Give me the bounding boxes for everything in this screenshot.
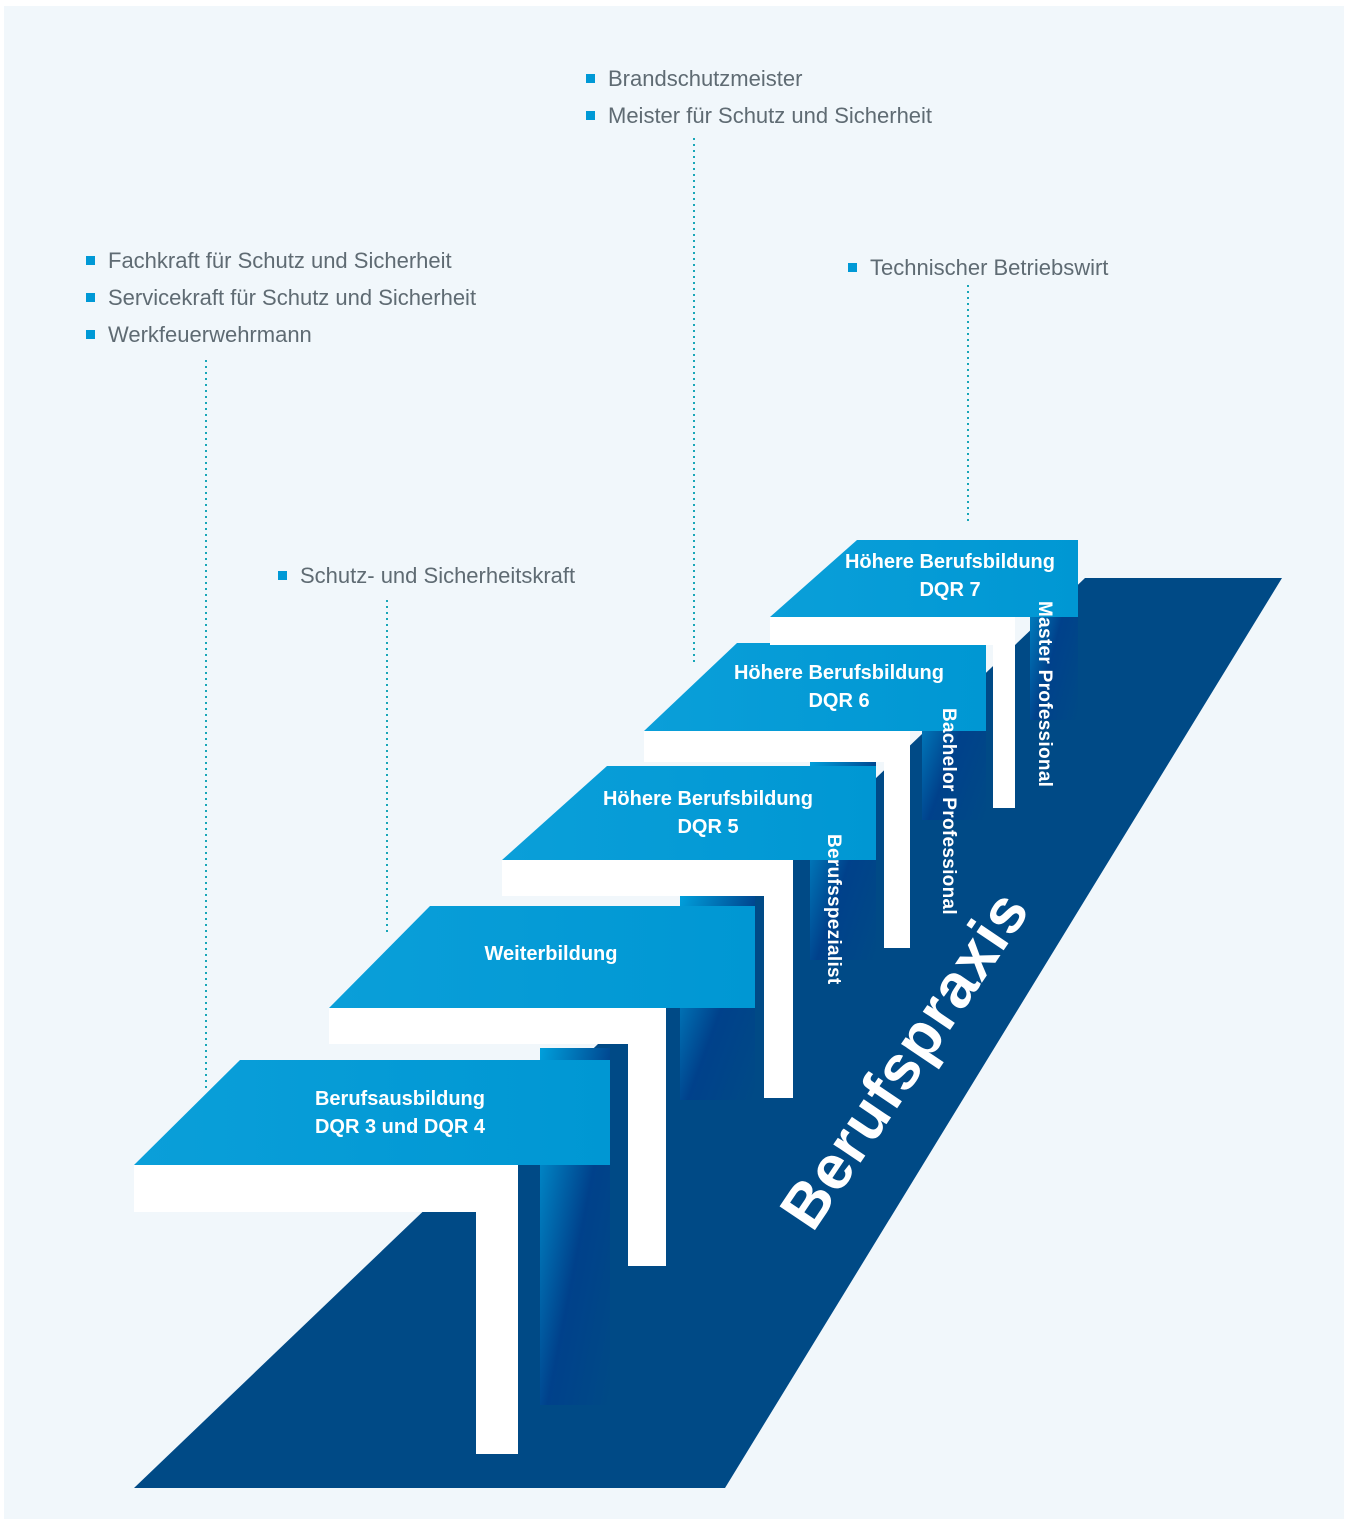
side-label-bachelor: Bachelor Professional	[938, 708, 959, 915]
step-5	[770, 540, 1078, 808]
step-2	[329, 895, 755, 1266]
step-5-label: Höhere Berufsbildung DQR 7	[770, 548, 1130, 604]
step-4-title: Höhere Berufsbildung	[733, 662, 944, 684]
bullets-betriebswirt: Technischer Betriebswirt	[848, 249, 1108, 286]
bullets-fachkraft: Fachkraft für Schutz und Sicherheit Serv…	[86, 242, 476, 353]
list-item: Servicekraft für Schutz und Sicherheit	[86, 279, 476, 316]
step-5-title: Höhere Berufsbildung	[844, 551, 1055, 573]
step-3	[502, 760, 876, 1098]
list-item: Brandschutzmeister	[586, 60, 932, 97]
side-label-berufsspezialist: Berufsspezialist	[823, 834, 844, 985]
step-2-label: Weiterbildung	[371, 940, 731, 968]
bullets-meister: Brandschutzmeister Meister für Schutz un…	[586, 60, 932, 134]
step-4-subtitle: DQR 6	[808, 690, 870, 712]
list-item: Technischer Betriebswirt	[848, 249, 1108, 286]
list-item: Meister für Schutz und Sicherheit	[586, 97, 932, 134]
list-item: Schutz- und Sicherheitskraft	[278, 557, 575, 594]
step-3-title: Höhere Berufsbildung	[602, 788, 813, 810]
step-1-title: Berufsausbildung	[314, 1088, 485, 1110]
step-5-subtitle: DQR 7	[919, 579, 981, 601]
step-1	[134, 1048, 610, 1454]
list-item: Fachkraft für Schutz und Sicherheit	[86, 242, 476, 279]
step-4	[644, 643, 986, 948]
step-1-subtitle: DQR 3 und DQR 4	[314, 1116, 485, 1138]
list-item: Werkfeuerwehrmann	[86, 316, 476, 353]
step-3-subtitle: DQR 5	[677, 816, 739, 838]
step-2-title: Weiterbildung	[484, 943, 618, 965]
step-3-label: Höhere Berufsbildung DQR 5	[528, 785, 888, 841]
bullets-schutzkraft: Schutz- und Sicherheitskraft	[278, 557, 575, 594]
side-label-master: Master Professional	[1034, 601, 1055, 788]
step-1-label: Berufsausbildung DQR 3 und DQR 4	[220, 1085, 580, 1141]
step-4-label: Höhere Berufsbildung DQR 6	[659, 659, 1019, 715]
